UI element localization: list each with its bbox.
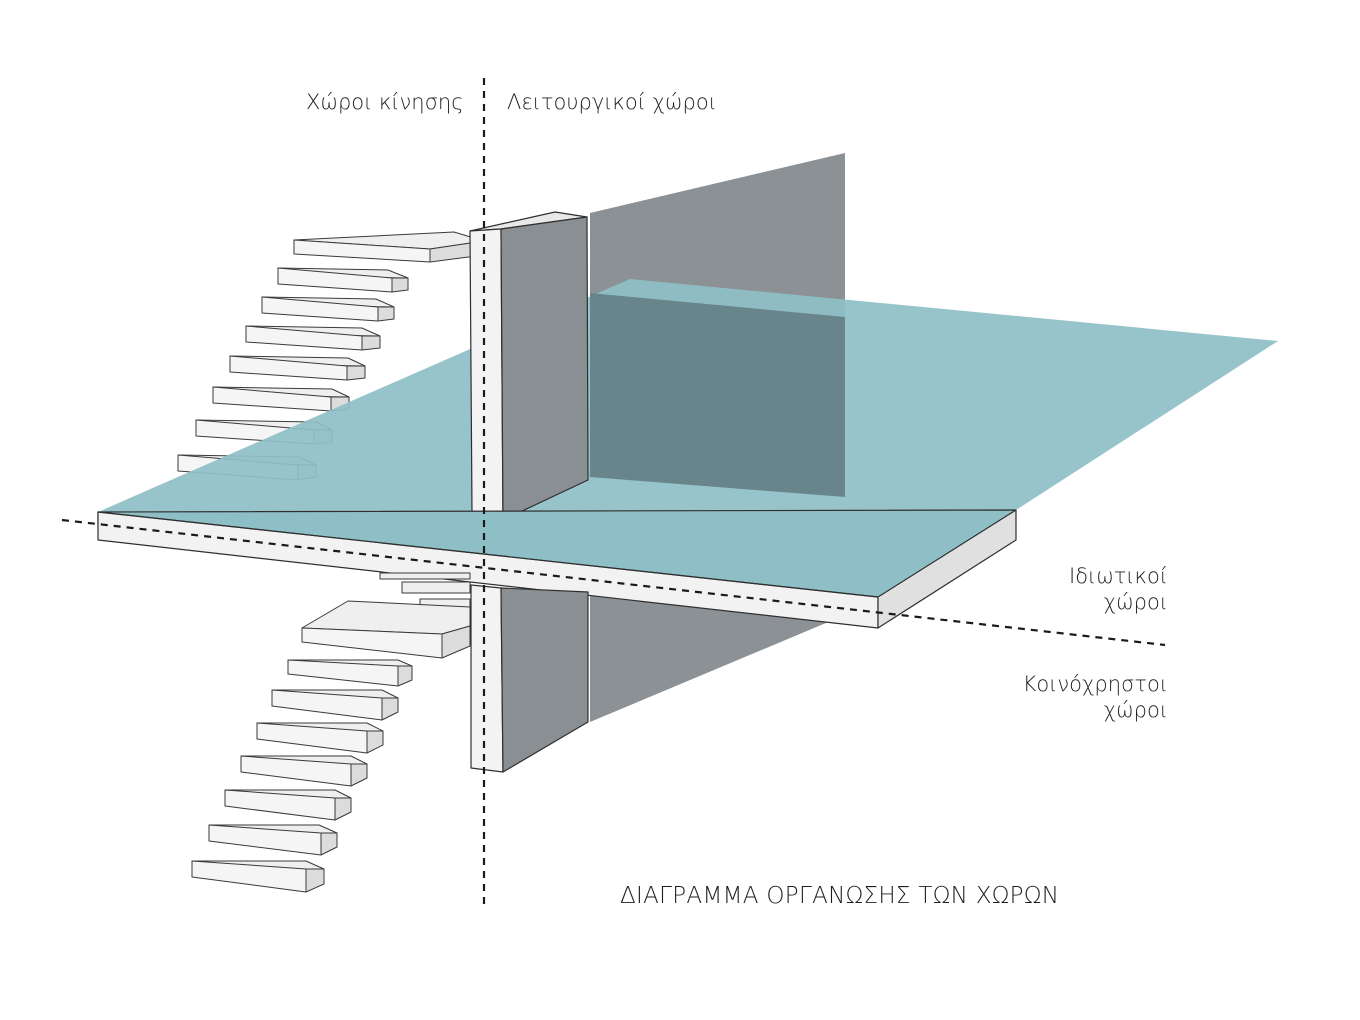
lower-stair-small-1: [379, 572, 471, 580]
upper-stair-tread-2: [277, 267, 409, 293]
wall-block-lower: [470, 584, 589, 773]
label-circulation-spaces: Χώροι κίνησης: [306, 90, 464, 114]
lower-stair-tread-6: [224, 789, 352, 821]
lower-stair-tread-2: [287, 659, 413, 687]
lower-stair-tread-4: [256, 722, 384, 754]
upper-stair-tread-5: [229, 355, 366, 381]
label-private-line-2: χώροι: [1103, 589, 1168, 614]
floor-slab: [97, 509, 1017, 629]
label-private-spaces: Ιδιωτικοί χώροι: [1020, 564, 1168, 615]
label-private-line-1: Ιδιωτικοί: [1069, 564, 1168, 588]
lower-stair-tread-3: [271, 689, 399, 721]
upper-stair-tread-1: [293, 231, 485, 263]
lower-stair-tread-8: [191, 860, 325, 893]
lower-stair-tread-1: [301, 600, 471, 659]
horizontal-axis-line: [61, 518, 1166, 647]
lower-stair: [191, 572, 471, 893]
upper-stair-tread-3: [261, 296, 395, 322]
label-functional-spaces: Λειτουργικοί χώροι: [507, 90, 717, 114]
diagram-title: ΔΙΑΓΡΑΜΜΑ ΟΡΓΑΝΩΣΗΣ ΤΩΝ ΧΩΡΩΝ: [620, 883, 1060, 909]
lower-stair-tread-7: [208, 824, 338, 856]
upper-stair-tread-4: [245, 325, 381, 351]
lower-stair-small-2: [401, 581, 471, 594]
label-common-line-1: Κοινόχρηστοι: [1022, 672, 1168, 696]
upper-stair-tread-6: [212, 386, 350, 412]
wall-floor-overlap: [590, 293, 845, 497]
lower-stair-tread-5: [240, 755, 368, 787]
label-common-spaces: Κοινόχρηστοι χώροι: [1000, 672, 1168, 723]
wall-block-upper: [469, 211, 589, 521]
label-common-line-2: χώροι: [1103, 697, 1168, 722]
